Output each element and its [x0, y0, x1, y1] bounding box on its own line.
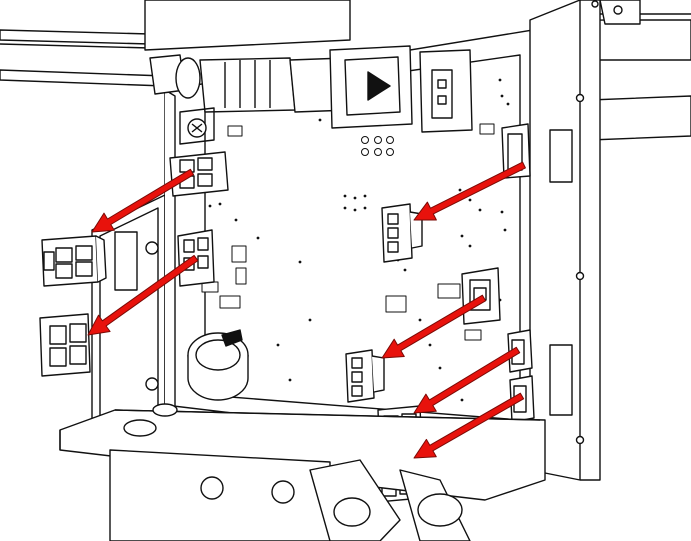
loose-plug-p1 [41, 235, 107, 287]
side-bracket-right [529, 0, 601, 481]
arrow-connector-mid-left [87, 254, 199, 336]
board-dots [208, 78, 510, 402]
frame-rail-right [589, 13, 691, 141]
base-mount [109, 449, 331, 541]
side-wall-left [91, 194, 166, 441]
loose-plug-p3 [381, 203, 423, 263]
arrow-connector-top-left [91, 168, 195, 233]
capacitor [187, 329, 249, 401]
frame-rail-top-left [0, 29, 151, 49]
arrow-connector-top-right [413, 161, 526, 221]
arrow-connector-lower-right-2 [413, 392, 525, 459]
corner-bracket-top-right [599, 0, 641, 25]
board-components [201, 123, 495, 341]
loose-plug-p4 [345, 349, 385, 403]
hinge-arm [309, 459, 471, 541]
frame-rail-left [0, 69, 166, 87]
arrow-connector-lower-right-1 [413, 346, 521, 414]
top-cable-module [144, 0, 473, 133]
arrow-connector-center [381, 294, 487, 359]
board-connector-j1 [169, 151, 229, 197]
arrows-layer [87, 161, 526, 459]
ground-screw [179, 107, 215, 145]
board-connector-j4 [461, 267, 501, 325]
loose-plug-p2 [39, 313, 91, 377]
